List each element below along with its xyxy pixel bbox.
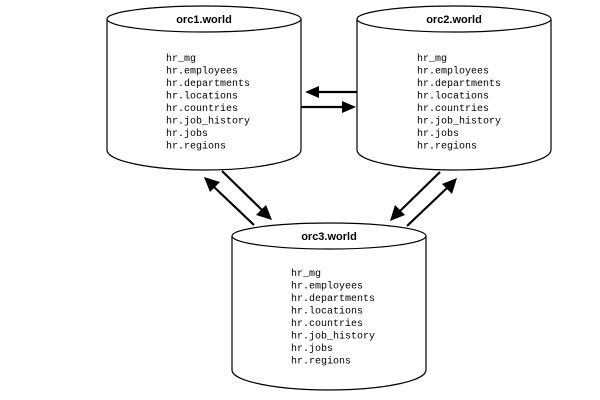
arrow-orc2-to-orc1 <box>305 86 357 98</box>
database-orc1-item: hr.job_history <box>166 116 250 128</box>
database-orc1-top <box>106 5 302 33</box>
database-orc1-item: hr.locations <box>166 91 238 103</box>
arrow-orc3-to-orc1 <box>204 177 255 226</box>
arrow-head-icon <box>442 178 457 194</box>
database-orc2-item: hr.employees <box>417 66 489 78</box>
database-orc3-item: hr.regions <box>291 356 351 368</box>
database-orc1-item: hr.departments <box>166 78 250 90</box>
database-orc2-top <box>356 5 552 33</box>
database-orc2: orc2.world hr_mg hr.employees hr.departm… <box>356 5 552 171</box>
arrow-head-icon <box>305 86 319 98</box>
database-orc1-item: hr.countries <box>166 103 238 115</box>
database-orc3-top <box>231 222 427 250</box>
arrow-head-icon <box>342 101 356 113</box>
database-orc2-body <box>356 19 552 171</box>
database-orc3-item: hr.departments <box>291 293 375 305</box>
database-orc1-item: hr.jobs <box>166 128 208 140</box>
database-orc2-item: hr.job_history <box>417 116 501 128</box>
database-orc2-item: hr.locations <box>417 91 489 103</box>
database-orc3-item: hr.locations <box>291 306 363 318</box>
database-orc3-item: hr_mg <box>291 268 321 280</box>
database-orc2-item: hr_mg <box>417 53 447 65</box>
arrow-orc1-to-orc3 <box>221 170 272 220</box>
database-orc3: orc3.world hr_mg hr.employees hr.departm… <box>231 222 427 391</box>
database-orc3-item: hr.jobs <box>291 343 333 355</box>
arrow-head-icon <box>204 177 220 192</box>
arrow-head-icon <box>256 205 272 220</box>
database-orc1-item: hr_mg <box>166 53 196 65</box>
database-orc3-title: orc3.world <box>301 231 357 243</box>
arrow-orc3-to-orc2 <box>406 178 457 227</box>
database-orc3-item: hr.job_history <box>291 331 375 343</box>
database-orc2-item: hr.countries <box>417 103 489 115</box>
database-orc1-item: hr.employees <box>166 66 238 78</box>
database-orc1-title: orc1.world <box>176 14 232 26</box>
database-orc2-item: hr.regions <box>417 141 477 153</box>
database-orc2-title: orc2.world <box>426 14 482 26</box>
database-orc3-item: hr.countries <box>291 318 363 330</box>
arrow-orc2-to-orc3 <box>390 171 441 221</box>
database-orc3-item: hr.employees <box>291 281 363 293</box>
arrow-head-icon <box>390 205 405 221</box>
database-orc3-body <box>231 236 427 391</box>
database-orc1-item: hr.regions <box>166 141 226 153</box>
database-orc1-body <box>106 19 302 171</box>
database-orc1: orc1.world hr_mg hr.employees hr.departm… <box>106 5 302 171</box>
arrow-orc1-to-orc2 <box>301 101 356 113</box>
database-orc2-item: hr.jobs <box>417 128 459 140</box>
database-orc2-item: hr.departments <box>417 78 501 90</box>
